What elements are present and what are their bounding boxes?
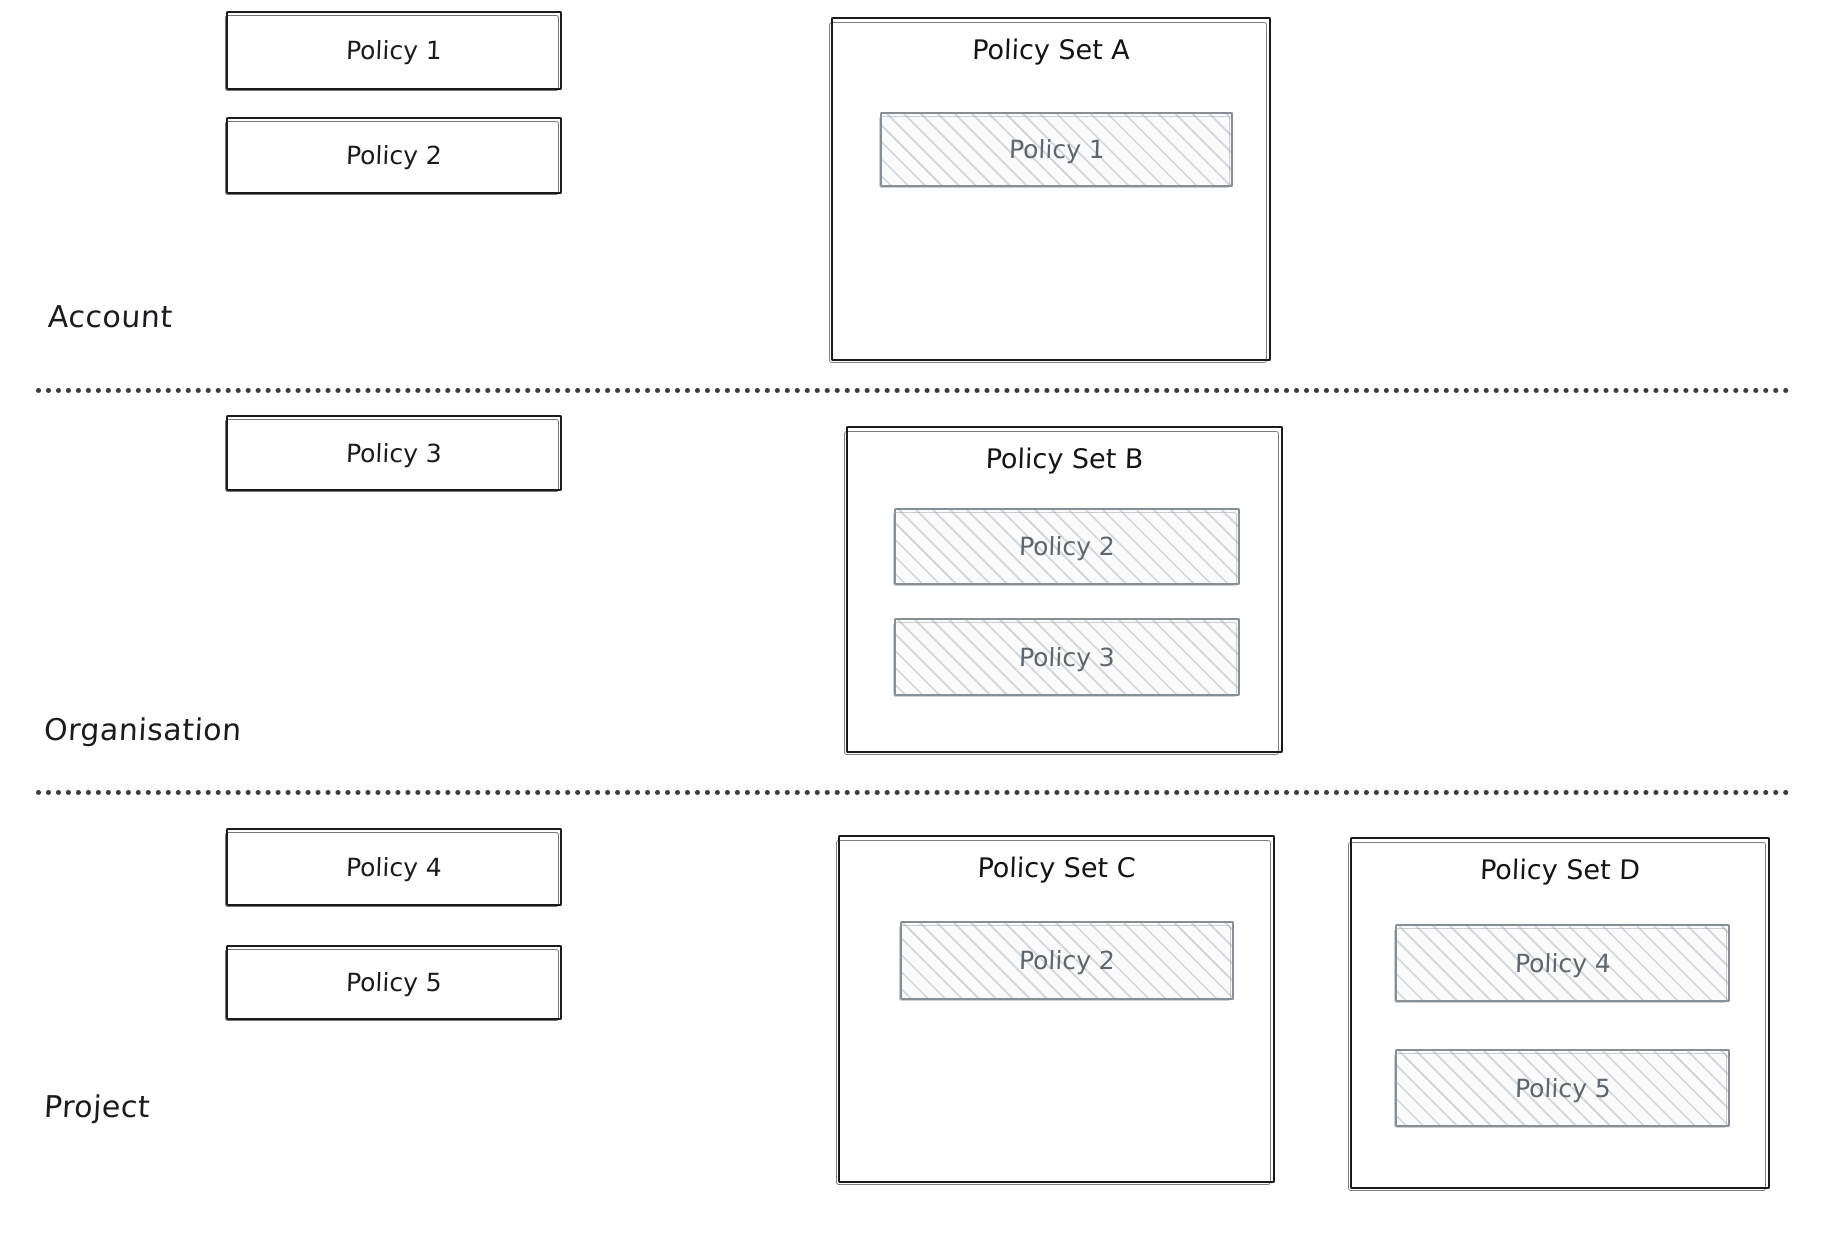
- policy-chip-label: Policy 3: [345, 438, 443, 468]
- policy-set-title: Policy Set A: [971, 35, 1131, 66]
- policy-chip-label: Policy 2: [345, 141, 443, 170]
- policy-set-title: Policy Set C: [976, 853, 1137, 884]
- policy-ref-label: Policy 5: [1514, 1073, 1611, 1103]
- policy-chip-label: Policy 5: [345, 968, 443, 997]
- policy-set-a[interactable]: Policy Set A Policy 1: [829, 17, 1271, 363]
- tier-label-project: Project: [43, 1090, 152, 1125]
- policy-ref-label: Policy 1: [1008, 135, 1105, 164]
- tier-divider-organisation-project: [36, 790, 1790, 795]
- policy-chip-policy-4[interactable]: Policy 4: [225, 828, 562, 907]
- policy-ref-label: Policy 2: [1018, 532, 1116, 561]
- policy-ref-policy-2[interactable]: Policy 2: [893, 508, 1240, 586]
- policy-ref-policy-1[interactable]: Policy 1: [879, 112, 1233, 188]
- tier-divider-account-organisation: [36, 388, 1790, 393]
- policy-ref-label: Policy 3: [1018, 642, 1116, 672]
- tier-label-account: Account: [47, 300, 174, 335]
- policy-ref-label: Policy 2: [1018, 946, 1116, 975]
- policy-chip-policy-5[interactable]: Policy 5: [225, 945, 562, 1021]
- policy-set-c[interactable]: Policy Set C Policy 2: [836, 835, 1275, 1185]
- tier-label-organisation: Organisation: [43, 713, 243, 748]
- policy-chip-policy-1[interactable]: Policy 1: [225, 11, 562, 91]
- policy-chip-policy-2[interactable]: Policy 2: [225, 117, 562, 195]
- policy-ref-policy-3[interactable]: Policy 3: [893, 618, 1240, 697]
- policy-ref-policy-2[interactable]: Policy 2: [899, 921, 1234, 1001]
- policy-ref-policy-4[interactable]: Policy 4: [1394, 924, 1730, 1003]
- policy-set-title: Policy Set B: [985, 444, 1144, 475]
- policy-set-title: Policy Set D: [1479, 855, 1641, 886]
- policy-chip-label: Policy 4: [345, 852, 443, 882]
- policy-chip-label: Policy 1: [345, 36, 443, 65]
- policy-ref-label: Policy 4: [1514, 948, 1611, 978]
- policy-chip-policy-3[interactable]: Policy 3: [225, 415, 562, 492]
- policy-ref-policy-5[interactable]: Policy 5: [1394, 1049, 1730, 1128]
- policy-set-d[interactable]: Policy Set D Policy 4 Policy 5: [1348, 837, 1770, 1191]
- policy-set-b[interactable]: Policy Set B Policy 2 Policy 3: [844, 426, 1283, 755]
